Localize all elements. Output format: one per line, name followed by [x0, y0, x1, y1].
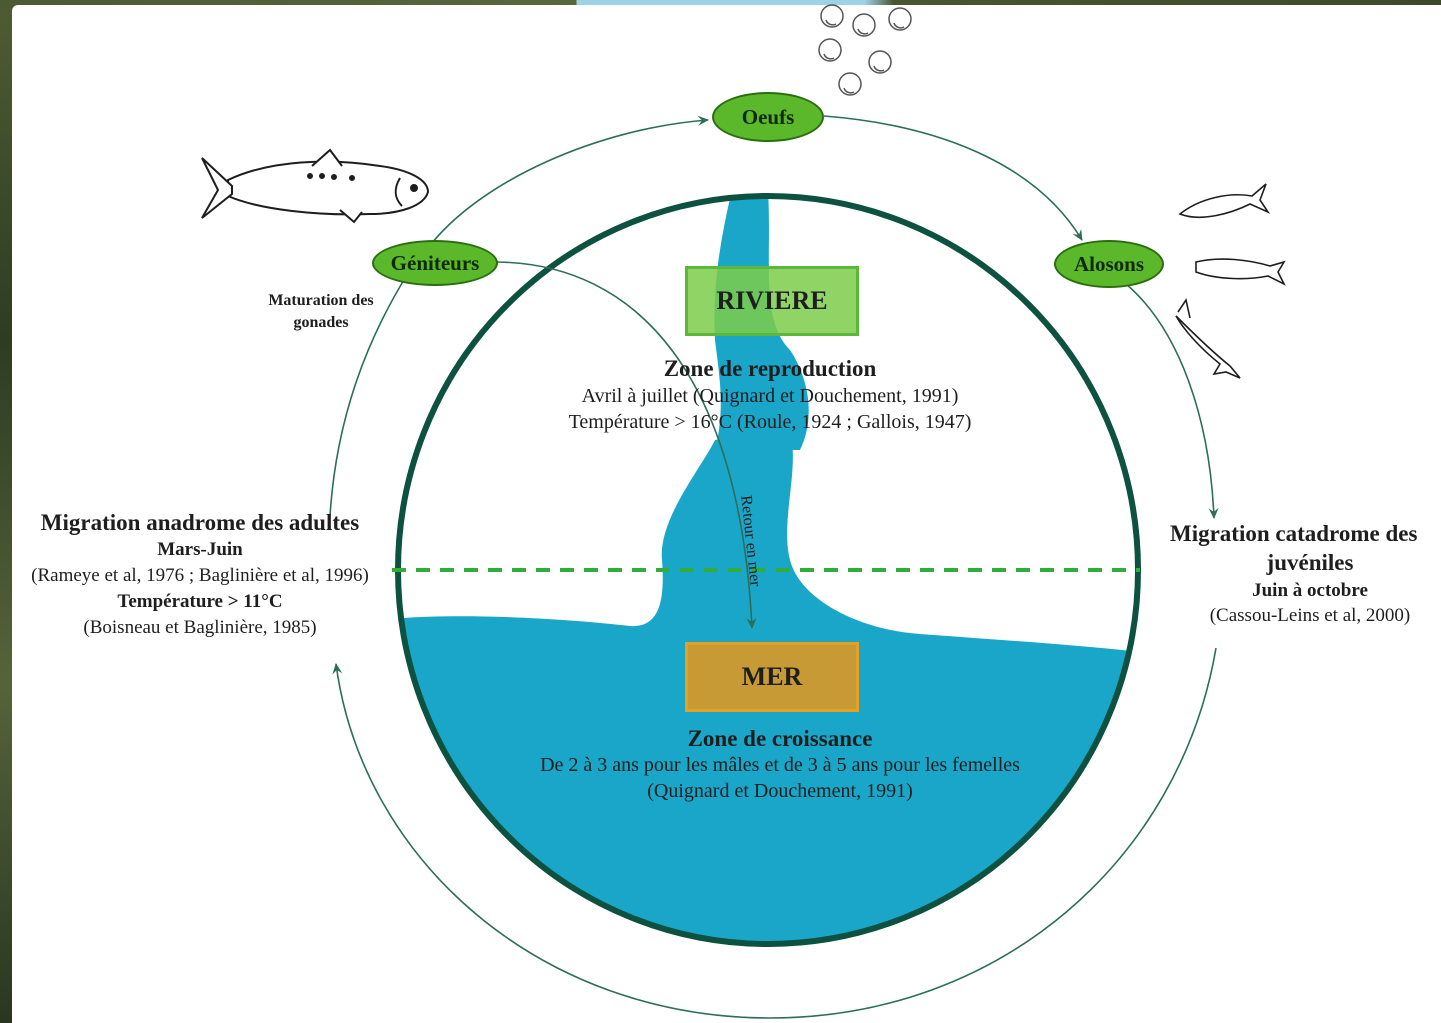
eggs-illustration: [818, 4, 912, 96]
anadromous-temp: Température > 11°C: [117, 591, 283, 612]
node-eggs: Oeufs: [712, 92, 824, 142]
river-zone-line1: Avril à juillet (Quignard et Douchement,…: [581, 385, 959, 407]
arrow-juveniles-down: [1125, 283, 1219, 519]
sea-zone-line2: (Quignard et Douchement, 1991): [647, 780, 913, 802]
river-box: RIVIERE: [685, 266, 859, 336]
river-zone-line2: Température > 16°C (Roule, 1924 ; Galloi…: [568, 411, 972, 433]
catadromous-ref: (Cassou-Leins et al, 2000): [1209, 605, 1411, 626]
catadromous-title-line2: juvéniles: [1266, 550, 1354, 575]
catadromous-title-line1: Migration catadrome des: [1170, 521, 1418, 546]
sea-zone-title: Zone de croissance: [687, 726, 873, 751]
catadromous-period: Juin à octobre: [1252, 580, 1368, 601]
anadromous-title: Migration anadrome des adultes: [40, 510, 360, 535]
adult-fish-illustration: [201, 148, 430, 224]
node-juveniles: Alosons: [1054, 240, 1164, 288]
arrow-eggs-to-juveniles: [823, 115, 1083, 241]
anadromous-ref2: (Boisneau et Baglinière, 1985): [83, 617, 317, 638]
river-zone-title: Zone de reproduction: [663, 356, 877, 381]
node-spawners: Géniteurs: [372, 240, 498, 286]
forest-background-top: [0, 0, 1441, 8]
anadromous-period: Mars-Juin: [157, 539, 243, 560]
maturation-line1: Maturation des: [268, 292, 374, 309]
arrow-up-to-spawners: [329, 269, 411, 517]
anadromous-ref1: (Rameye et al, 1976 ; Baglinière et al, …: [31, 565, 369, 586]
arrow-return-to-sea: [493, 261, 757, 629]
juvenile-fish-illustration: [1175, 183, 1286, 379]
arrow-bottom-cycle: [332, 647, 1217, 1019]
sea-zone-line1: De 2 à 3 ans pour les mâles et de 3 à 5 …: [540, 754, 1020, 776]
forest-background-left: [0, 0, 14, 1023]
sea-box: MER: [685, 642, 859, 712]
maturation-line2: gonades: [293, 314, 349, 331]
arrow-spawners-to-eggs: [427, 115, 709, 249]
